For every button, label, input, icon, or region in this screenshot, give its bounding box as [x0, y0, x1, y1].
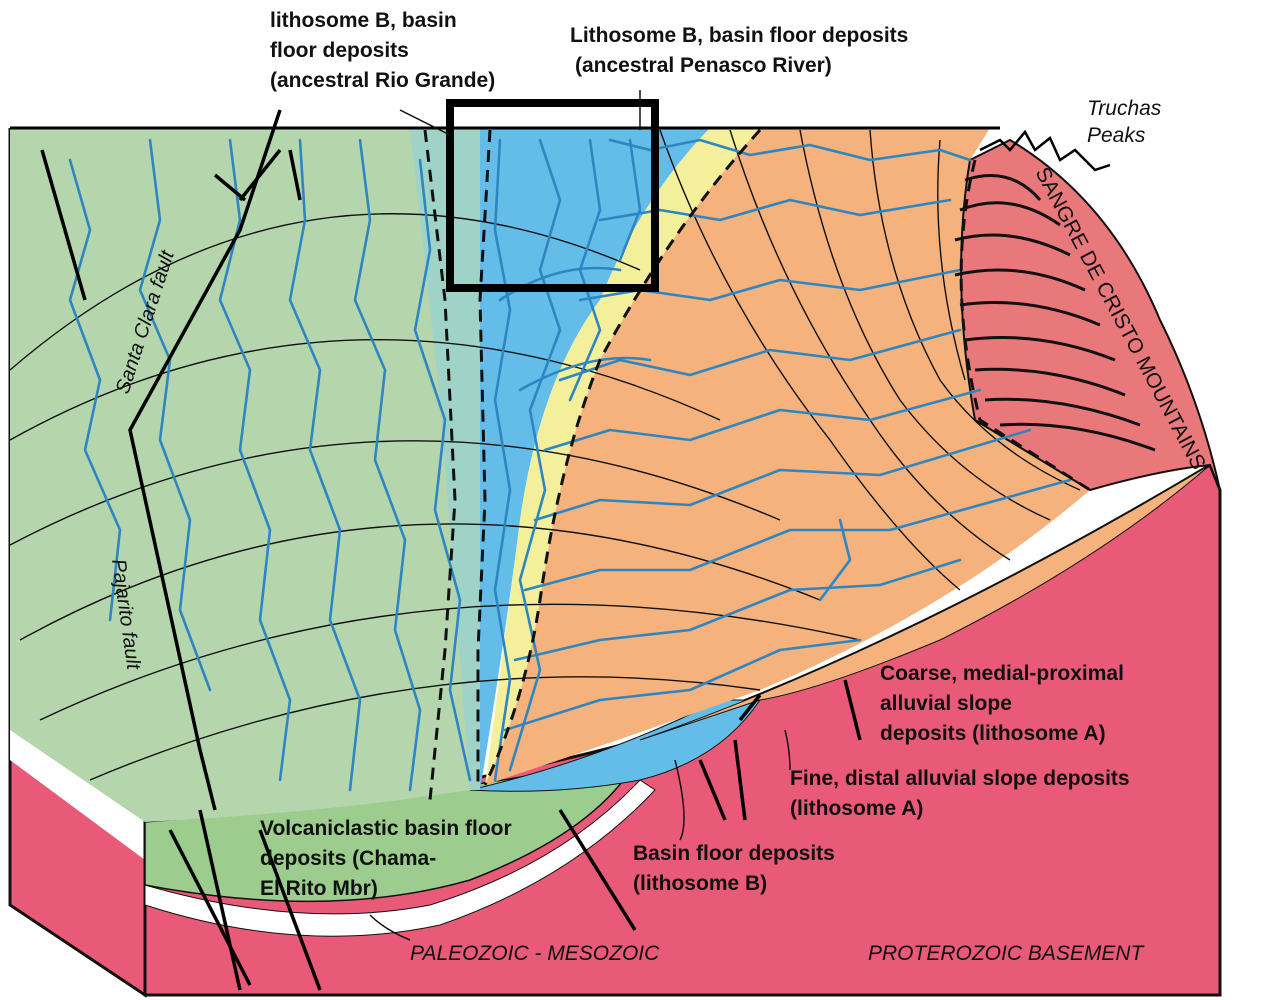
label-volcaniclastic-3: El Rito Mbr): [260, 877, 378, 900]
label-volcaniclastic-2: deposits (Chama-: [260, 847, 436, 870]
label-coarse-1: Coarse, medial-proximal: [880, 662, 1124, 685]
label-truchas-1: Truchas: [1087, 97, 1162, 120]
label-penasco-2: (ancestral Penasco River): [575, 54, 832, 77]
label-fine-1: Fine, distal alluvial slope deposits: [790, 767, 1130, 790]
label-rio-grande-2: floor deposits: [270, 39, 409, 62]
label-penasco-1: Lithosome B, basin floor deposits: [570, 24, 908, 47]
label-rio-grande-3: (ancestral Rio Grande): [270, 69, 495, 92]
label-coarse-3: deposits (lithosome A): [880, 722, 1106, 745]
label-fine-2: (lithosome A): [790, 797, 923, 820]
label-basin-floor-1: Basin floor deposits: [633, 842, 835, 865]
label-paleozoic-mesozoic: PALEOZOIC - MESOZOIC: [410, 942, 660, 965]
label-rio-grande-1: lithosome B, basin: [270, 9, 457, 32]
label-proterozoic-basement: PROTEROZOIC BASEMENT: [868, 942, 1146, 965]
label-volcaniclastic-1: Volcaniclastic basin floor: [260, 817, 512, 840]
label-truchas-2: Peaks: [1087, 124, 1146, 147]
label-coarse-2: alluvial slope: [880, 692, 1012, 715]
label-basin-floor-2: (lithosome B): [633, 872, 767, 895]
